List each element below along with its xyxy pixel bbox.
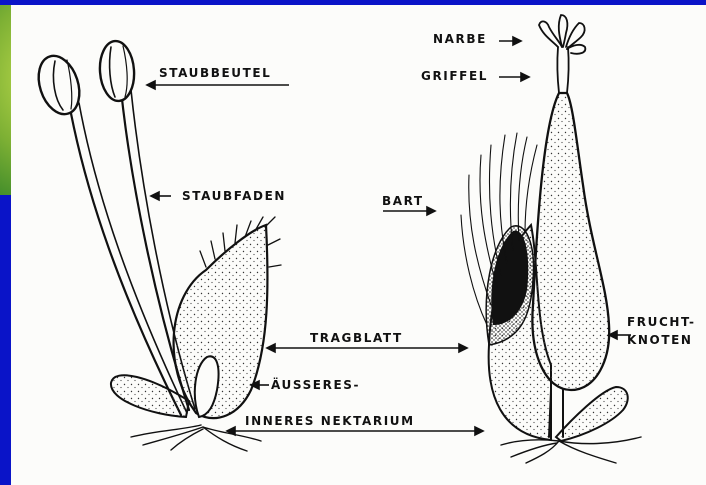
botanical-illustration (11, 5, 706, 485)
label-aeusseres: ÄUSSERES- (271, 378, 360, 392)
tragblatt-left (174, 225, 268, 418)
roots-left (131, 425, 261, 451)
label-frucht: FRUCHT- (627, 315, 696, 329)
label-staubfaden: STAUBFADEN (182, 189, 286, 203)
label-narbe: NARBE (433, 32, 487, 46)
narbe-drawing (539, 15, 585, 54)
label-griffel: GRIFFEL (421, 69, 488, 83)
staubfaden-left-inner (79, 103, 187, 413)
aeusseres-nektarium-right (556, 387, 628, 441)
label-tragblatt: TRAGBLATT (310, 331, 403, 345)
staubbeutel-left (32, 51, 87, 120)
staubbeutel-right (98, 40, 136, 102)
label-staubbeutel: STAUBBEUTEL (159, 66, 271, 80)
right-flower-drawing (461, 15, 641, 463)
left-flower-drawing (32, 40, 281, 451)
label-bart: BART (382, 194, 424, 208)
label-knoten: KNOTEN (627, 333, 693, 347)
fruchtknoten (532, 93, 609, 390)
aeusseres-nektarium-left (111, 375, 189, 417)
label-inneres-nektarium: INNERES NEKTARIUM (245, 414, 415, 428)
staubfaden-left (69, 103, 181, 415)
roots-right (501, 437, 641, 463)
